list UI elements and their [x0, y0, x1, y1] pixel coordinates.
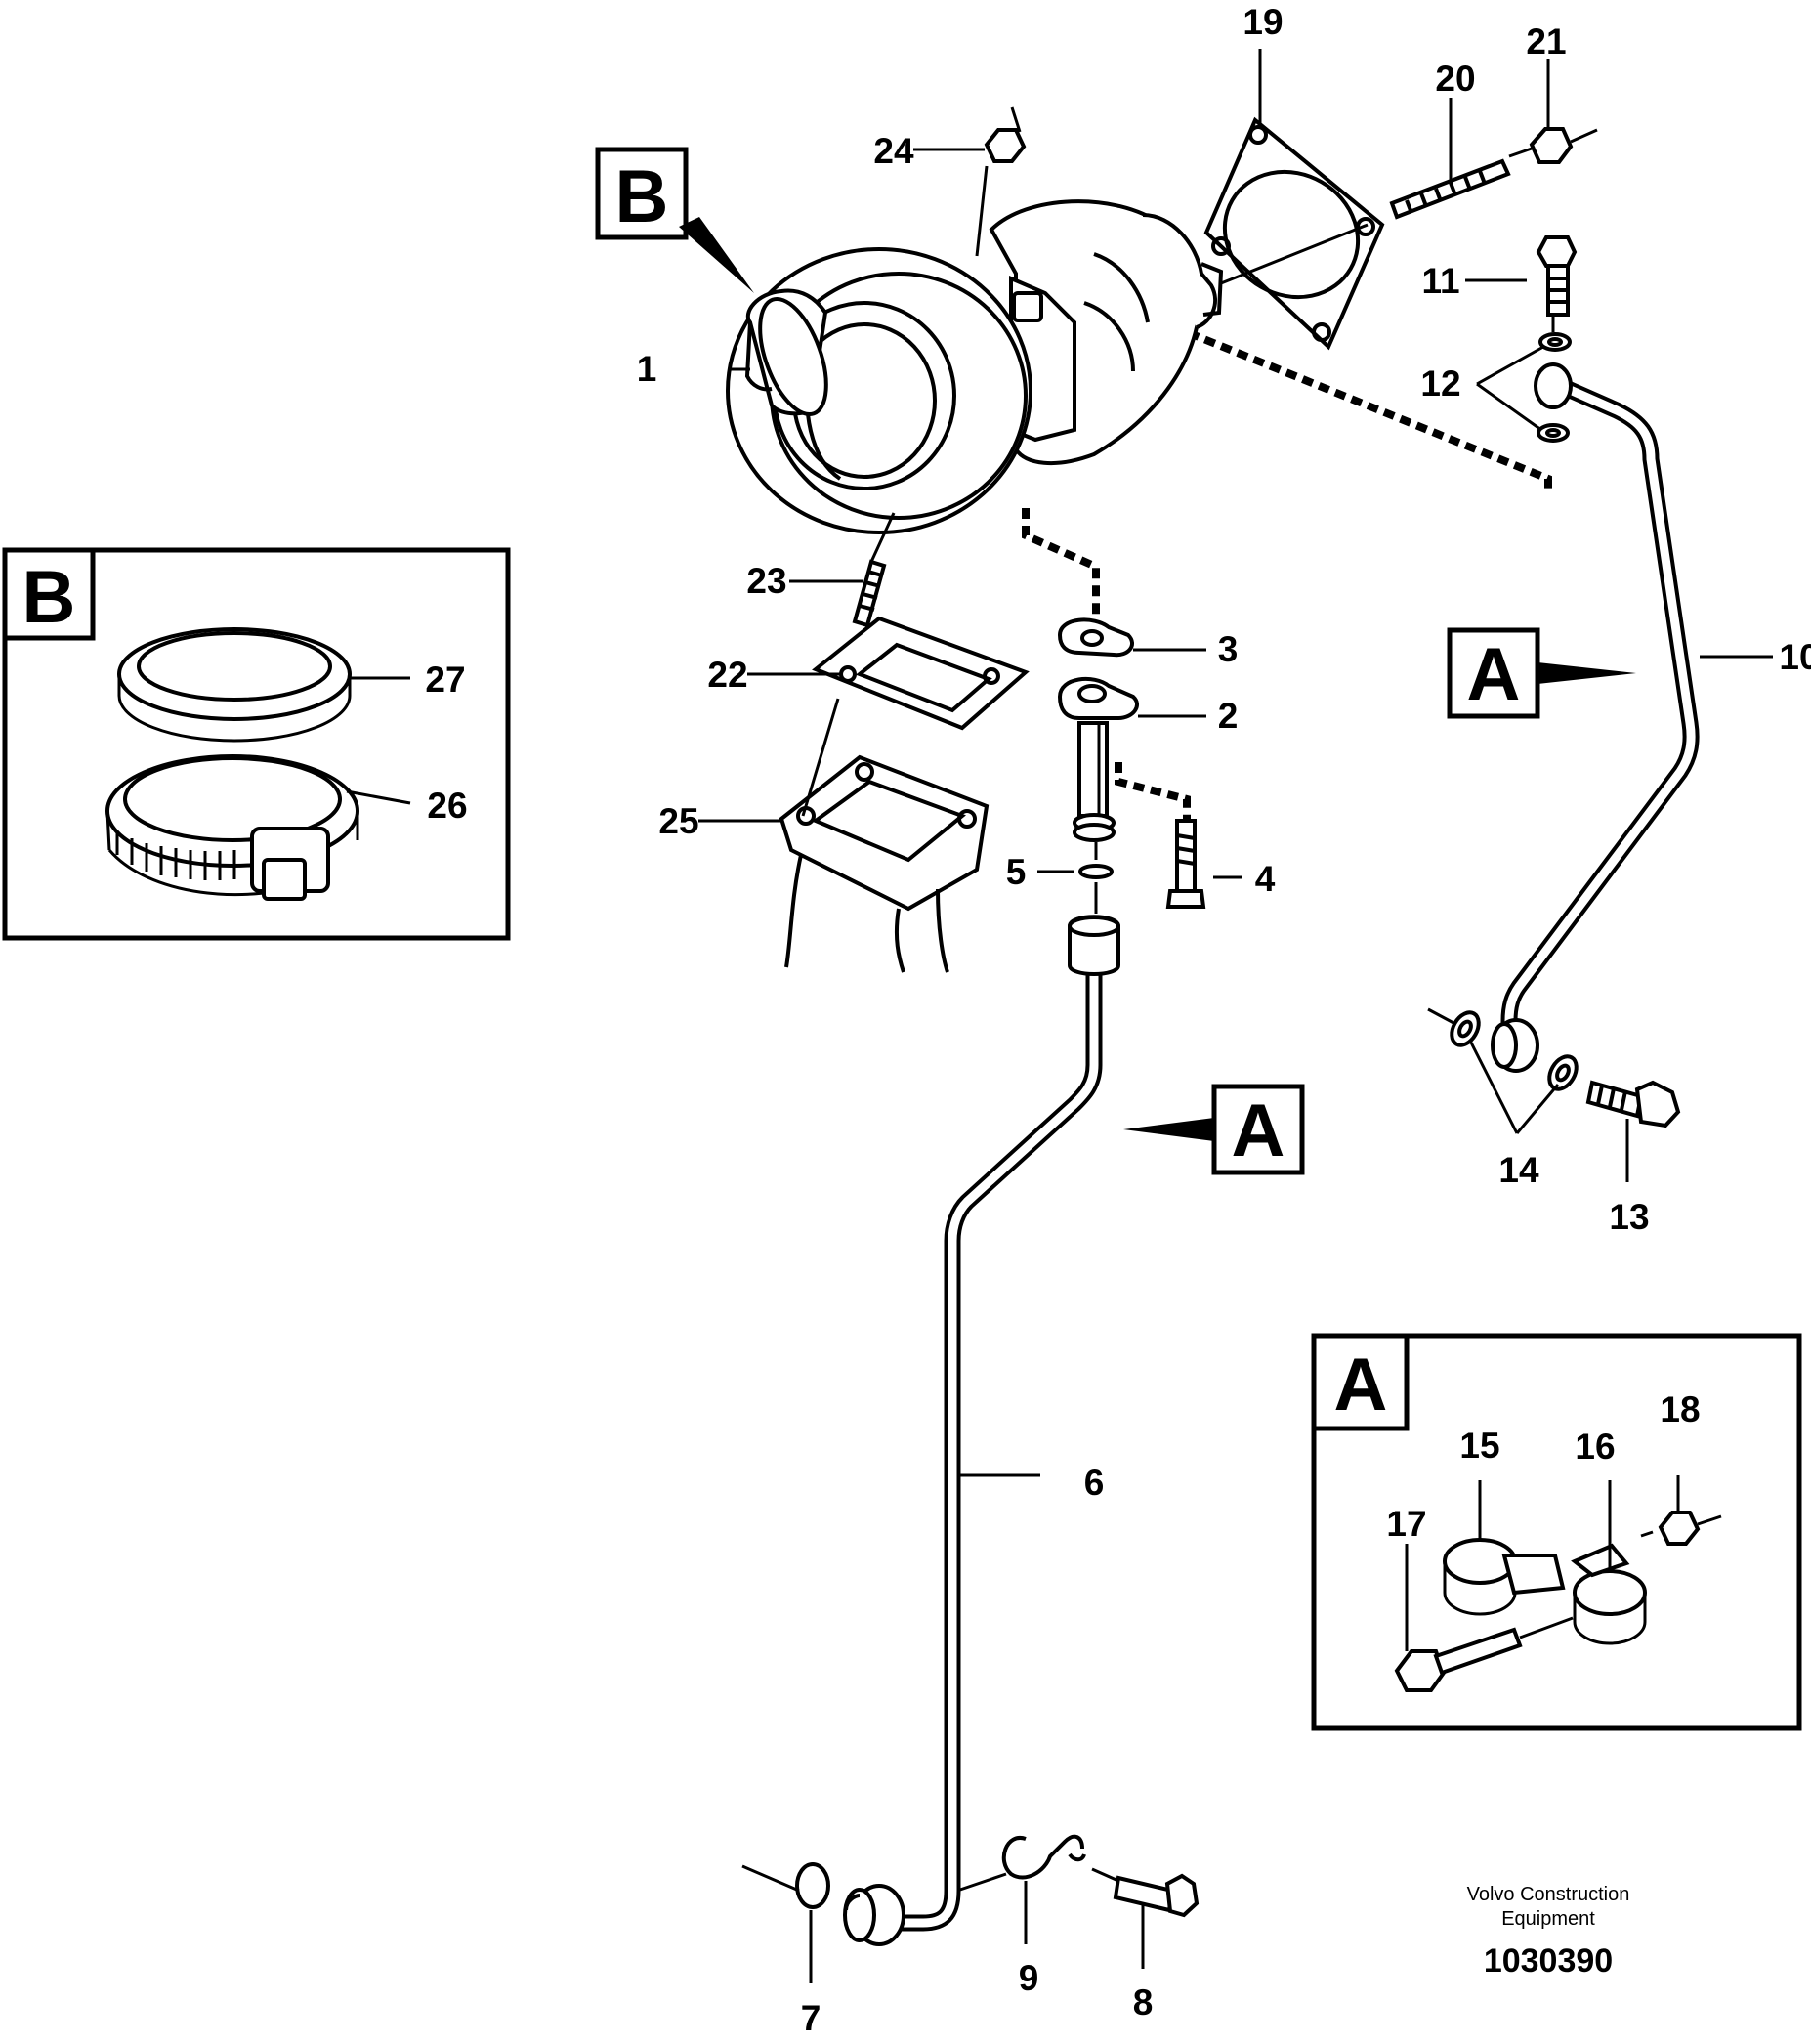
nut-24 — [984, 106, 1027, 163]
gasket-22 — [812, 616, 1030, 731]
footer-company-line1: Volvo Construction — [1467, 1884, 1630, 1905]
label-27: 27 — [425, 660, 465, 700]
part-labels: 1 2 3 4 5 6 7 8 9 10 11 12 13 14 15 16 1… — [425, 2, 1811, 2038]
callout-b-letter: B — [615, 155, 669, 238]
callout-b-top: B — [595, 147, 754, 293]
label-8: 8 — [1133, 1982, 1154, 2023]
detail-box-a-tag — [1311, 1333, 1410, 1431]
dashed-line-oil-feed — [1024, 263, 1552, 493]
oil-drain-flange-2 — [1057, 677, 1139, 818]
footer-drawing-id: 1030390 — [1484, 1942, 1613, 1980]
label-24: 24 — [873, 131, 914, 171]
detail-box-a-letter: A — [1334, 1343, 1388, 1427]
oil-feed-pipe-10 — [1491, 362, 1700, 1073]
detail-box-b: B — [2, 547, 511, 941]
gasket-3 — [1057, 617, 1134, 658]
label-19: 19 — [1242, 2, 1283, 42]
label-9: 9 — [1019, 1958, 1039, 1998]
hose-clamp-26 — [105, 754, 411, 901]
label-17: 17 — [1386, 1504, 1426, 1544]
label-26: 26 — [427, 786, 467, 826]
label-10: 10 — [1779, 637, 1811, 677]
label-4: 4 — [1255, 859, 1276, 899]
gasket-19 — [1203, 116, 1385, 351]
label-11: 11 — [1421, 261, 1459, 301]
turbocharger-1 — [726, 199, 1224, 534]
label-14: 14 — [1498, 1150, 1539, 1190]
seal-ring-tube-end — [1073, 813, 1116, 842]
callout-a-middle: A — [1123, 1084, 1305, 1175]
sealing-washers-12 — [1537, 332, 1572, 443]
detail-box-b-letter: B — [22, 556, 76, 639]
footer-company-line2: Equipment — [1501, 1908, 1595, 1930]
spring-clip-9 — [1001, 1834, 1086, 1880]
drawing-footer: Volvo Construction Equipment 1030390 — [1467, 1884, 1630, 1980]
label-22: 22 — [707, 655, 747, 695]
label-1: 1 — [637, 349, 657, 389]
callout-a-right: A — [1447, 627, 1636, 719]
banjo-bolt-11 — [1536, 235, 1578, 317]
nut-18 — [1640, 1475, 1722, 1546]
label-12: 12 — [1420, 363, 1460, 404]
banjo-bolt-13 — [1585, 1080, 1681, 1128]
label-23: 23 — [746, 561, 786, 601]
sealing-washers-14 — [1450, 1010, 1579, 1091]
label-18: 18 — [1660, 1389, 1700, 1429]
label-20: 20 — [1435, 59, 1475, 99]
dashed-line-oil-return — [1022, 508, 1100, 625]
detail-box-b-tag — [2, 547, 96, 641]
label-7: 7 — [801, 1998, 821, 2038]
stud-20 — [1389, 158, 1511, 220]
label-5: 5 — [1006, 852, 1027, 892]
bolt-17 — [1394, 1544, 1574, 1692]
label-6: 6 — [1084, 1463, 1105, 1503]
nut-21 — [1508, 127, 1598, 164]
label-15: 15 — [1459, 1426, 1499, 1466]
label-3: 3 — [1218, 629, 1239, 669]
sealing-ring-27 — [117, 627, 352, 743]
banjo-bolt-8 — [1091, 1867, 1200, 1918]
exhaust-manifold-flange-25 — [779, 754, 990, 973]
stud-23 — [852, 559, 887, 628]
label-13: 13 — [1609, 1197, 1649, 1237]
o-ring-7 — [795, 1862, 830, 1909]
callout-a-middle-letter: A — [1232, 1089, 1285, 1172]
oil-return-pipe-6 — [843, 915, 1120, 1946]
flange-bolt-4 — [1165, 819, 1206, 909]
detail-box-a: A — [1311, 1333, 1802, 1731]
label-21: 21 — [1526, 21, 1566, 62]
o-ring-5 — [1078, 864, 1114, 879]
dashed-line-bolt-4 — [1115, 762, 1191, 819]
rubber-insert-16 — [1571, 1480, 1647, 1645]
label-16: 16 — [1575, 1427, 1615, 1467]
pipe-clamp-15 — [1443, 1480, 1566, 1616]
callout-a-right-letter: A — [1467, 633, 1521, 716]
label-25: 25 — [658, 801, 698, 841]
label-2: 2 — [1218, 696, 1239, 736]
